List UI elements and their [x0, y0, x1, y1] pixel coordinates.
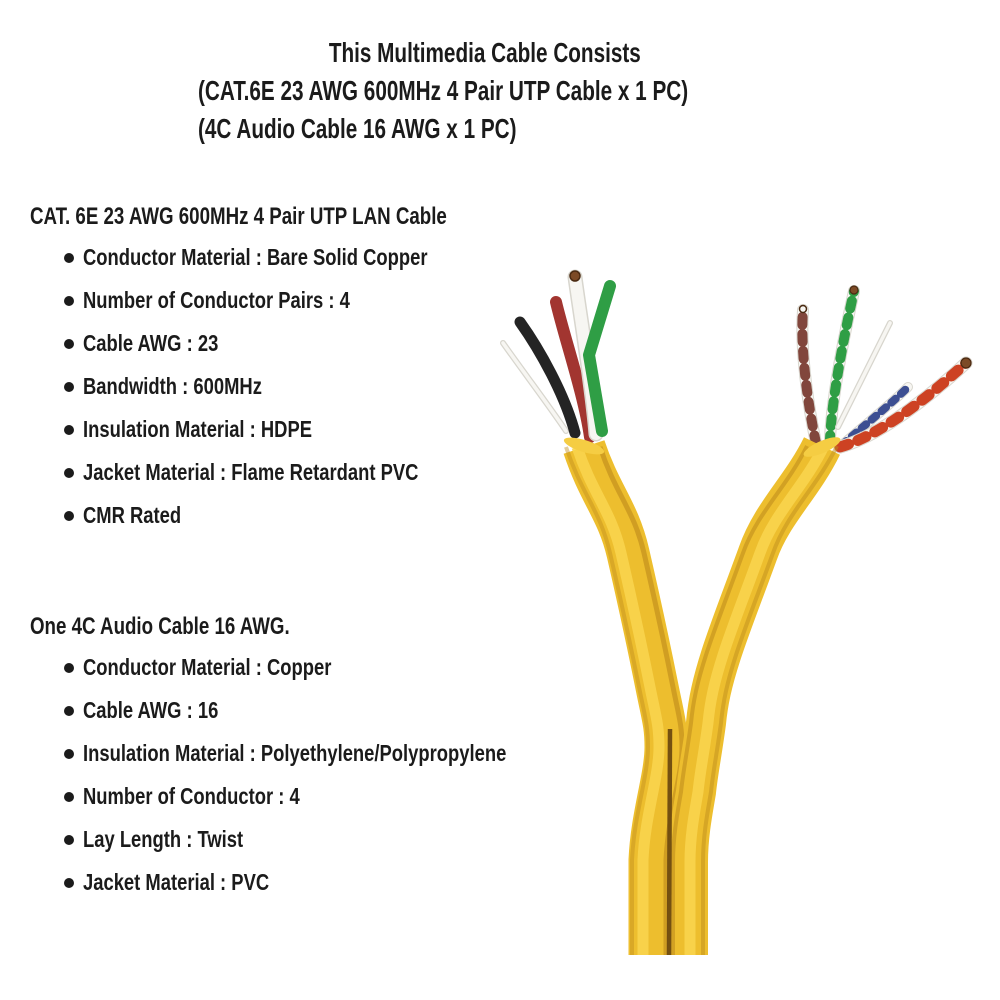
utp-cable-wires: [796, 285, 973, 454]
bullet-dot: [64, 662, 74, 673]
bullet-dot: [64, 510, 74, 521]
section-utp-lan-cable-heading: CAT. 6E 23 AWG 600MHz 4 Pair UTP LAN Cab…: [30, 202, 564, 232]
spec-text: Number of Conductor Pairs : 4: [83, 287, 350, 313]
title-line-2: (CAT.6E 23 AWG 600MHz 4 Pair UTP Cable x…: [198, 75, 689, 106]
white-string-wire: [501, 341, 568, 433]
bullet-dot: [64, 834, 74, 845]
section-heading-text: One 4C Audio Cable 16 AWG.: [30, 613, 290, 640]
bullet-dot: [64, 705, 74, 716]
spec-text: CMR Rated: [83, 502, 182, 528]
audio-cable-cut-face: [563, 437, 605, 455]
spec-item: Insulation Material : Polyethylene/Polyp…: [62, 732, 612, 775]
spec-text: Insulation Material : HDPE: [83, 416, 313, 442]
green-wire: [583, 280, 616, 437]
spec-text: Jacket Material : PVC: [83, 869, 270, 895]
spec-item: Conductor Material : Copper: [62, 646, 612, 689]
section-audio-cable-specs: Conductor Material : Copper Cable AWG : …: [62, 646, 612, 904]
bullet-dot: [64, 791, 74, 802]
cable-seam: [666, 728, 673, 956]
spec-item: Cable AWG : 16: [62, 689, 612, 732]
bullet-dot: [64, 877, 74, 888]
spec-item: Jacket Material : PVC: [62, 861, 612, 904]
red-pair-twist: [834, 357, 972, 453]
cable-product-photo: [500, 269, 973, 970]
spec-item: Number of Conductor Pairs : 4: [62, 279, 514, 322]
spec-text: Insulation Material : Polyethylene/Polyp…: [83, 740, 507, 766]
title-block: This Multimedia Cable Consists (CAT.6E 2…: [198, 34, 772, 148]
section-audio-cable-heading: One 4C Audio Cable 16 AWG.: [30, 612, 363, 642]
green-pair-twist: [825, 286, 859, 444]
title-line-1: This Multimedia Cable Consists: [328, 37, 641, 68]
bullet-dot: [64, 424, 74, 435]
cable-jackets: [562, 433, 843, 955]
spec-item: Insulation Material : HDPE: [62, 408, 514, 451]
spec-item: Jacket Material : Flame Retardant PVC: [62, 451, 514, 494]
wire-tip: [798, 304, 808, 314]
bullet-dot: [64, 252, 74, 263]
spec-item: CMR Rated: [62, 494, 514, 537]
spec-item: Number of Conductor : 4: [62, 775, 612, 818]
title-line-1-row: This Multimedia Cable Consists: [198, 34, 772, 72]
title-line-3: (4C Audio Cable 16 AWG x 1 PC): [198, 113, 517, 144]
bullet-dot: [64, 295, 74, 306]
brown-pair-twist: [797, 305, 821, 448]
spec-text: Jacket Material : Flame Retardant PVC: [83, 459, 419, 485]
spec-text: Cable AWG : 23: [83, 330, 219, 356]
utp-cable-cut-face: [803, 437, 841, 457]
spec-text: Bandwidth : 600MHz: [83, 373, 262, 399]
spec-item: Bandwidth : 600MHz: [62, 365, 514, 408]
title-line-2-row: (CAT.6E 23 AWG 600MHz 4 Pair UTP Cable x…: [198, 72, 772, 110]
copper-tip: [569, 270, 581, 282]
white-string-right: [836, 321, 892, 429]
spec-text: Conductor Material : Bare Solid Copper: [83, 244, 428, 270]
spec-item: Cable AWG : 23: [62, 322, 514, 365]
black-wire: [514, 316, 581, 439]
section-heading-text: CAT. 6E 23 AWG 600MHz 4 Pair UTP LAN Cab…: [30, 203, 447, 230]
spec-item: Conductor Material : Bare Solid Copper: [62, 236, 514, 279]
bullet-dot: [64, 381, 74, 392]
spec-text: Cable AWG : 16: [83, 697, 219, 723]
audio-cable-wires: [500, 269, 616, 443]
copper-tip: [849, 285, 859, 295]
bullet-dot: [64, 748, 74, 759]
spec-item: Lay Length : Twist: [62, 818, 612, 861]
spec-text: Conductor Material : Copper: [83, 654, 332, 680]
bullet-dot: [64, 338, 74, 349]
spec-text: Lay Length : Twist: [83, 826, 244, 852]
section-utp-lan-cable-specs: Conductor Material : Bare Solid Copper N…: [62, 236, 514, 537]
spec-text: Number of Conductor : 4: [83, 783, 300, 809]
bullet-dot: [64, 467, 74, 478]
title-line-3-row: (4C Audio Cable 16 AWG x 1 PC): [198, 110, 772, 148]
copper-tip: [960, 357, 972, 369]
